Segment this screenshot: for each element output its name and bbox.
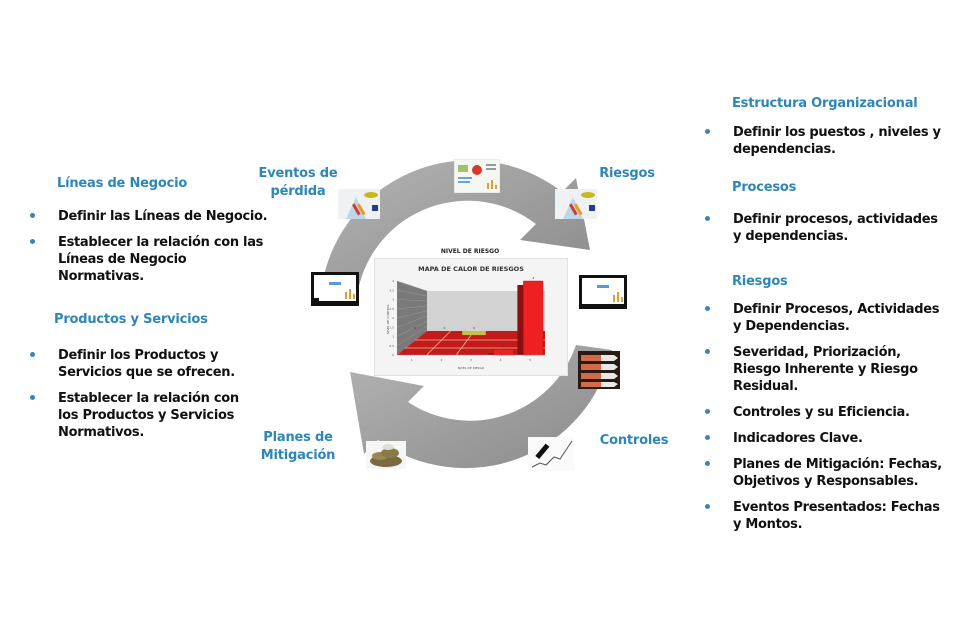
chart-y-tick-label: 1.5	[389, 325, 394, 329]
cycle-label-planes: Planes de Mitigación	[260, 430, 336, 463]
bullet-icon	[705, 409, 710, 414]
lineas-negocio-list: Definir las Líneas de Negocio. Establece…	[30, 208, 270, 294]
list-item: Establecer la relación con los Productos…	[30, 390, 255, 441]
chart-gridline	[396, 325, 428, 346]
list-item: Definir procesos, actividades y dependen…	[705, 211, 945, 245]
bullet-icon	[705, 461, 710, 466]
chart-title: MAPA DE CALOR DE RIESGOS	[418, 265, 524, 273]
list-item: Establecer la relación con las Líneas de…	[30, 234, 270, 285]
bullet-icon	[30, 239, 35, 244]
bullet-icon	[705, 216, 710, 221]
list-item: Eventos Presentados: Fechas y Montos.	[705, 499, 950, 533]
chart-y-axis-label: NIVEL DE CONTROL	[386, 304, 390, 334]
list-item: Severidad, Priorización, Riesgo Inherent…	[705, 344, 950, 395]
chart-x-tick-label: 5	[529, 358, 531, 362]
list-item: Definir los puestos , niveles y dependen…	[705, 124, 945, 158]
chart-data-label: 0	[414, 326, 416, 330]
section-title-estructura: Estructura Organizacional	[732, 96, 918, 111]
chart-gridline	[396, 305, 428, 309]
pen-graph-thumbnail	[528, 437, 574, 471]
chart-y-tick-label: 0.5	[389, 344, 394, 348]
list-item: Controles y su Eficiencia.	[705, 404, 950, 421]
chart-data-label: 0	[473, 326, 475, 330]
heatmap-chart-svg: MAPA DE CALOR DE RIESGOS 0 0.5 1 1.5 2 2.5 3 3.…	[386, 265, 545, 370]
chart-x-axis-label: NIVEL DE RIESGO	[458, 366, 485, 370]
chart-bar	[493, 349, 514, 356]
productos-servicios-list: Definir los Productos y Servicios que se…	[30, 347, 255, 450]
chart-x-tick-label: 2	[440, 358, 442, 362]
chart-bar-side	[517, 285, 524, 355]
cycle-arrow-top	[322, 160, 590, 290]
chart-x-tick-label: 1	[411, 358, 413, 362]
heatmap-chart: MAPA DE CALOR DE RIESGOS 0 0.5 1 1.5 2 2.5 3 3.…	[374, 258, 568, 376]
bullet-icon	[705, 129, 710, 134]
chart-data-label: 0	[503, 344, 505, 348]
estructura-list: Definir los puestos , niveles y dependen…	[705, 124, 945, 167]
bullet-icon	[705, 435, 710, 440]
chart-floor	[397, 331, 545, 355]
screen-report-thumbnail	[311, 272, 359, 306]
chart-gridline	[396, 320, 428, 337]
bullet-icon	[30, 213, 35, 218]
riesgos-list: Definir Procesos, Actividades y Dependen…	[705, 301, 950, 542]
section-title-lineas-negocio: Líneas de Negocio	[57, 176, 188, 191]
chart-y-tick-label: 0	[392, 353, 394, 357]
dashboard-thumbnail	[454, 159, 500, 193]
procesos-list: Definir procesos, actividades y dependen…	[705, 211, 945, 254]
chart-side-wall	[397, 281, 427, 355]
bullet-icon	[705, 504, 710, 509]
screen-report-thumbnail	[579, 275, 627, 309]
chart-bar	[523, 280, 544, 356]
cycle-label-eventos: Eventos de pérdida	[258, 166, 338, 199]
arrow-list-thumbnail	[578, 351, 620, 389]
chart-y-tick-label: 3.5	[389, 288, 394, 292]
bullet-icon	[705, 349, 710, 354]
chart-y-tick-label: 3	[392, 298, 394, 302]
bullet-icon	[30, 352, 35, 357]
chart-y-tick-label: 2	[392, 316, 394, 320]
list-item: Definir los Productos y Servicios que se…	[30, 347, 255, 381]
section-title-productos-servicios: Productos y Servicios	[54, 312, 208, 327]
chart-y-tick-label: 2.5	[389, 307, 394, 311]
chart-y-tick-label: 4	[392, 279, 394, 283]
chart-gridline	[396, 310, 428, 319]
list-item: Planes de Mitigación: Fechas, Objetivos …	[705, 456, 950, 490]
chart-y-tick-label: 1	[392, 335, 394, 339]
chart-data-label: 4	[532, 276, 534, 280]
section-title-procesos: Procesos	[732, 180, 797, 195]
section-title-riesgos: Riesgos	[732, 274, 788, 289]
chart-gridline	[396, 280, 428, 292]
cycle-label-riesgos: Riesgos	[599, 166, 655, 181]
bullet-icon	[30, 395, 35, 400]
chart-highlight-cell	[462, 331, 486, 335]
chart-x-tick-label: 3	[470, 358, 472, 362]
chart-floor-line	[426, 330, 451, 356]
cycle-label-controles: Controles	[599, 433, 669, 448]
chart-bar-side	[487, 353, 494, 355]
list-item: Indicadores Clave.	[705, 430, 950, 447]
chart-gridline	[396, 299, 428, 302]
charts-collage-thumbnail	[555, 189, 597, 219]
list-item: Definir Procesos, Actividades y Dependen…	[705, 301, 950, 335]
chart-gridline	[396, 315, 428, 328]
chart-data-label: 0	[443, 326, 445, 330]
bullet-icon	[705, 306, 710, 311]
chart-gridline	[396, 290, 428, 297]
list-item: Definir las Líneas de Negocio.	[30, 208, 270, 225]
chart-x-tick-label: 4	[500, 358, 502, 362]
chart-outer-title: NIVEL DE RIESGO	[440, 248, 500, 255]
coins-thumbnail	[366, 441, 406, 469]
charts-collage-thumbnail	[338, 189, 380, 219]
